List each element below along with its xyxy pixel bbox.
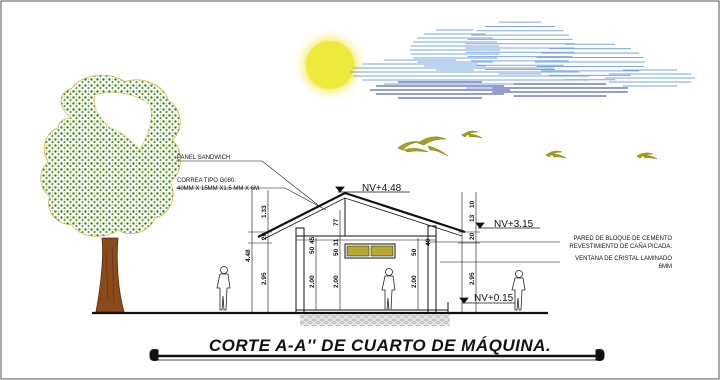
- tree-icon: [40, 74, 181, 313]
- level-roof-peak: NV+4.48: [362, 183, 402, 194]
- level-floor: NV+0.15: [474, 293, 514, 304]
- note-window-2: 6MM: [659, 264, 672, 270]
- dim-center-upper: 50: [333, 248, 340, 256]
- level-markers: [335, 186, 540, 304]
- dim-right-top: 13: [469, 214, 476, 222]
- dim-left-top: 1.33: [261, 205, 268, 218]
- dim-left-mid: 20: [261, 232, 268, 240]
- person-figure-right: [511, 270, 526, 311]
- dim-col-a-upper: 50: [309, 246, 316, 254]
- dim-center-lower: 2.00: [333, 275, 340, 288]
- dim-col-b-lower: 2.00: [411, 275, 418, 288]
- sun-icon: [292, 27, 368, 103]
- birds-icon: [397, 130, 658, 160]
- cloud-icon: [350, 21, 695, 99]
- note-wall-2: REVESTIMIENTO DE CAÑA PICADA.: [569, 243, 672, 250]
- leader-lines: [176, 160, 560, 263]
- dim-center-top: 31: [333, 238, 340, 246]
- scroll-left-icon: [149, 349, 159, 361]
- dim-right-lower: 2.95: [469, 272, 476, 285]
- dim-right-top2: 10: [469, 200, 476, 208]
- drawing-title: CORTE A-A'' DE CUARTO DE MÁQUINA.: [209, 336, 551, 355]
- dim-right-mid: 20: [469, 232, 476, 240]
- dim-col-b-upper: 50: [411, 248, 418, 256]
- dim-col-a-lower: 2.00: [309, 275, 316, 288]
- dim-center-ridge: 77: [333, 218, 340, 226]
- note-correa-2: 40MM X 15MM X1.5 MM X 6M.: [177, 186, 261, 192]
- dim-left-total: 4.48: [245, 249, 252, 262]
- person-figure-center: [381, 268, 396, 311]
- person-figure-left: [216, 266, 231, 311]
- scroll-right-icon: [595, 349, 605, 361]
- dim-left-lower: 2.95: [261, 272, 268, 285]
- building-section: [257, 191, 466, 314]
- note-window-1: VENTANA DE CRISTAL LAMINADO: [575, 256, 672, 262]
- note-correa-1: CORREA TIPO G080.: [177, 178, 236, 184]
- dim-col-b-top: 40: [425, 238, 432, 246]
- note-panel: PANEL SANDWICH: [177, 155, 230, 161]
- dim-col-a-top: 45: [309, 236, 316, 244]
- dimension-lines: [248, 190, 480, 312]
- title-banner: [149, 349, 605, 361]
- note-wall-1: PARED DE BLOQUE DE CEMENTO: [574, 236, 673, 242]
- foundation-gravel: [300, 314, 450, 326]
- level-roof-right: NV+3.15: [494, 219, 534, 230]
